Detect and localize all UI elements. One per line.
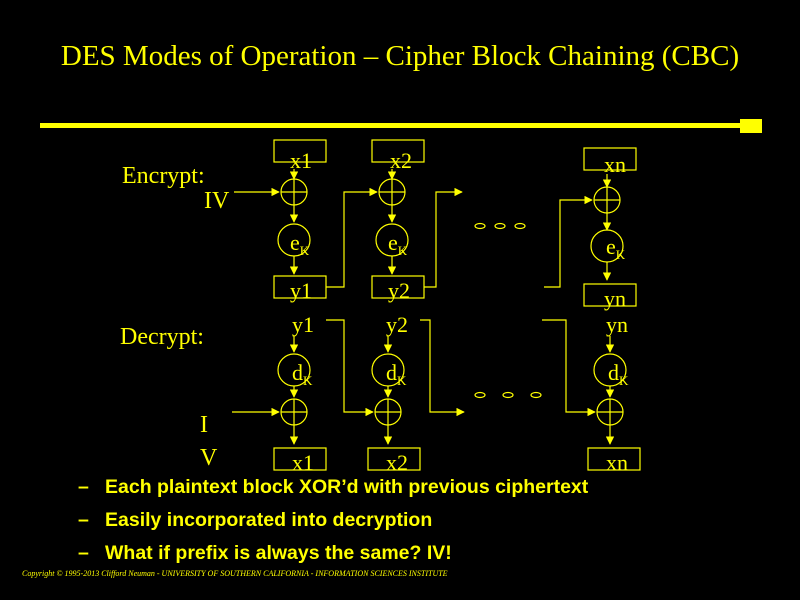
cipher-d: d (292, 360, 303, 385)
chain-y2-onward-decrypt (420, 319, 465, 417)
key-sub: K (397, 373, 407, 388)
encrypt-column-n: xn eK yn (583, 147, 637, 311)
decrypt-input-yn: yn (606, 312, 628, 337)
iv-label: IV (204, 188, 230, 214)
copyright-footer: Copyright © 1995-2013 Clifford Neuman - … (22, 569, 448, 578)
chain-y1-to-dxor2 (326, 319, 374, 417)
encrypt-output-y1: y1 (290, 278, 312, 303)
svg-text:eK: eK (388, 230, 408, 258)
bullet-item: –Each plaintext block XOR’d with previou… (78, 474, 588, 507)
encrypt-input-x2: x2 (390, 148, 412, 173)
chain-to-dxorn (542, 319, 596, 417)
decrypt-output-x2: x2 (386, 450, 408, 475)
decrypt-input-y1: y1 (292, 312, 314, 337)
svg-text:dK: dK (386, 360, 407, 388)
cipher-e: e (388, 230, 398, 255)
bullet-dash: – (78, 476, 89, 498)
encrypt-input-xn: xn (604, 152, 626, 177)
svg-text:eK: eK (606, 234, 626, 262)
key-sub: K (619, 373, 629, 388)
bullet-item: –Easily incorporated into decryption (78, 507, 588, 540)
title-underline (40, 123, 742, 128)
bullet-text: Each plaintext block XOR’d with previous… (105, 476, 589, 498)
cipher-d: d (386, 360, 397, 385)
decrypt-label: Decrypt: (120, 324, 204, 350)
encrypt-input-x1: x1 (290, 148, 312, 173)
decrypt-output-x1: x1 (292, 450, 314, 475)
bullet-dash: – (78, 509, 89, 531)
svg-text:dK: dK (292, 360, 313, 388)
xor-icon (374, 398, 402, 426)
xor-icon (378, 178, 406, 206)
key-sub: K (303, 373, 313, 388)
svg-text:eK: eK (290, 230, 310, 258)
encrypt-output-yn: yn (604, 286, 626, 311)
encrypt-label: Encrypt: (122, 163, 205, 189)
key-sub: K (300, 243, 310, 258)
svg-text:dK: dK (608, 360, 629, 388)
slide-title: DES Modes of Operation – Cipher Block Ch… (60, 40, 740, 72)
iv-vertical-i: I (200, 412, 208, 438)
chain-y2-onward (424, 187, 463, 288)
xor-icon (280, 398, 308, 426)
bullet-dash: – (78, 542, 89, 564)
bullet-text: What if prefix is always the same? IV! (105, 542, 452, 564)
decrypt-column-2: y2 dK x2 (367, 312, 421, 475)
encrypt-column-2: x2 eK y2 (371, 139, 425, 303)
chain-to-xorn (544, 195, 593, 288)
decrypt-column-1: y1 dK x1 (273, 312, 327, 475)
cipher-d: d (608, 360, 619, 385)
bullet-item: –What if prefix is always the same? IV! (78, 540, 588, 573)
cipher-e: e (606, 234, 616, 259)
encrypt-column-1: x1 eK y1 (273, 139, 327, 303)
decrypt-input-y2: y2 (386, 312, 408, 337)
xor-icon (593, 186, 621, 214)
encrypt-output-y2: y2 (388, 278, 410, 303)
ellipsis-dots-icon (474, 391, 542, 399)
decrypt-column-n: yn dK xn (587, 312, 641, 475)
decrypt-output-xn: xn (606, 450, 628, 475)
iv-vertical-v: V (200, 445, 218, 471)
bullet-text: Easily incorporated into decryption (105, 509, 433, 531)
xor-icon (280, 178, 308, 206)
xor-icon (596, 398, 624, 426)
bullet-list: –Each plaintext block XOR’d with previou… (78, 474, 588, 573)
ellipsis-dots-icon (474, 222, 526, 230)
cipher-e: e (290, 230, 300, 255)
key-sub: K (398, 243, 408, 258)
key-sub: K (616, 247, 626, 262)
chain-y1-to-xor2 (326, 187, 378, 288)
title-underline-end-block (740, 119, 762, 133)
